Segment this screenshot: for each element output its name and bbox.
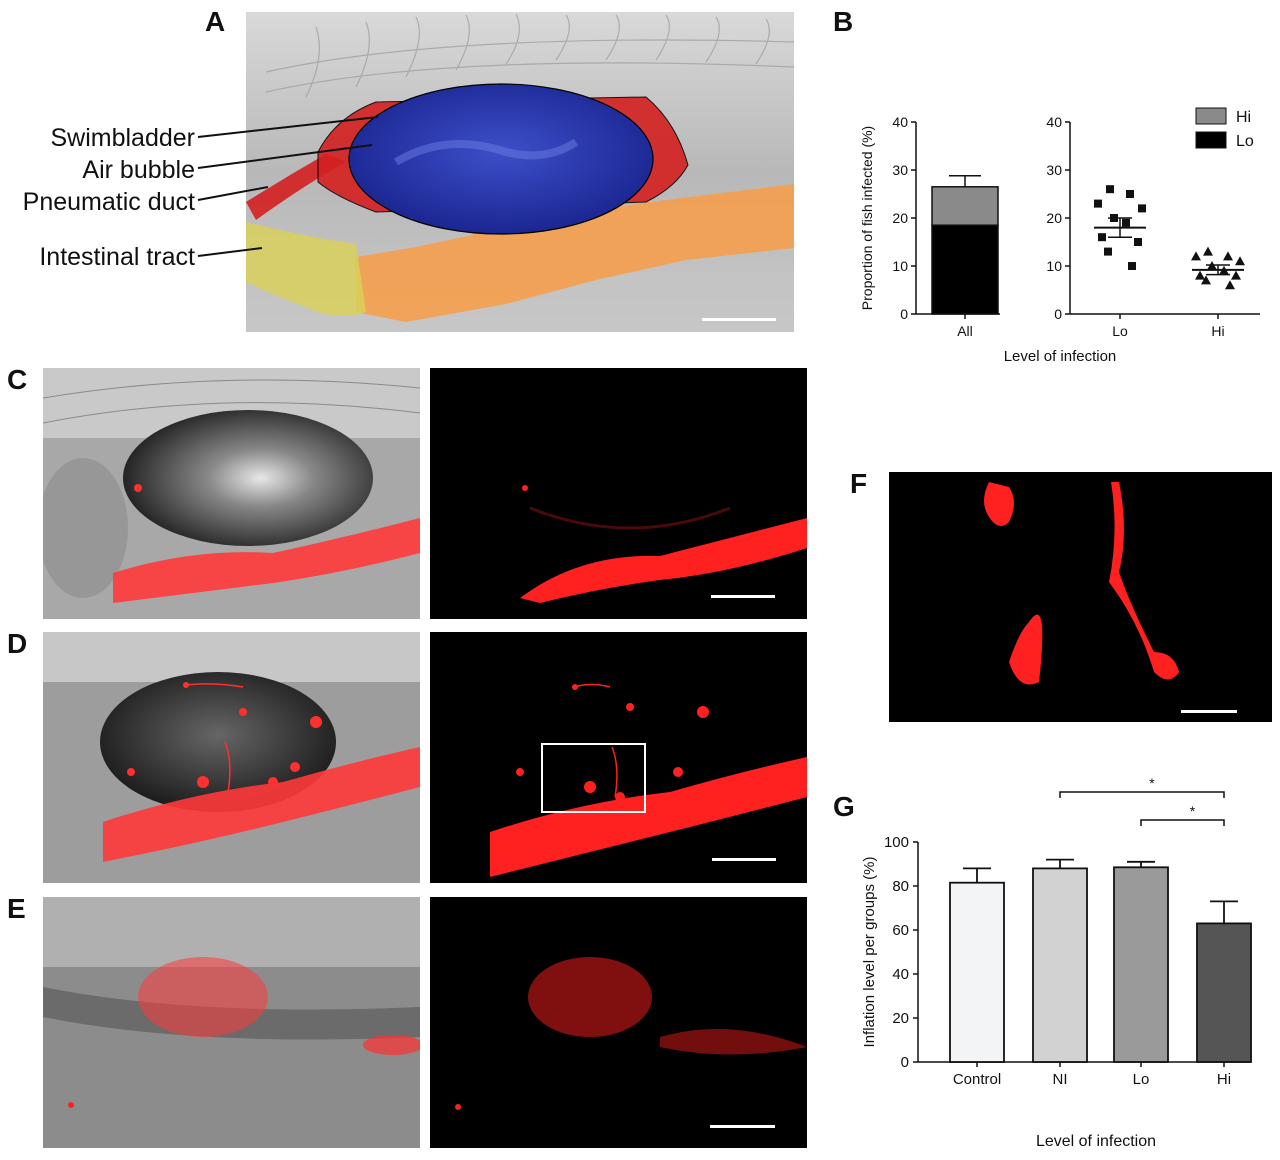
b-legend-label: Hi — [1236, 109, 1251, 126]
panel-letter-a: A — [205, 6, 226, 37]
g-bar-ni — [1032, 867, 1088, 1063]
b-point-lo — [1128, 262, 1136, 270]
panel-letter-d: D — [7, 628, 28, 659]
b-left-category-label: All — [957, 323, 973, 339]
b-right-ytick-label: 30 — [1046, 162, 1062, 178]
panel-letter-g: G — [833, 791, 855, 822]
g-ytick-label: 60 — [892, 922, 909, 939]
g-xlabel: Level of infection — [1036, 1133, 1156, 1150]
panel-d-brightfield — [43, 632, 420, 883]
b-right-ytick-label: 10 — [1046, 258, 1062, 274]
g-significance-label: * — [1149, 775, 1155, 791]
panel-letter-c: C — [7, 364, 28, 395]
b-left-ytick-label: 10 — [892, 258, 908, 274]
panel-letter-b: B — [833, 6, 854, 37]
b-right-category-label: Lo — [1112, 323, 1128, 339]
b-left-ytick-label: 0 — [900, 306, 908, 322]
b-legend-swatch — [1195, 131, 1227, 149]
b-point-hi — [1223, 251, 1233, 261]
b-point-lo — [1138, 204, 1146, 213]
panel-a-leader-lines — [197, 116, 379, 257]
label-pneumatic-duct: Pneumatic duct — [22, 188, 195, 216]
b-right-category-label: Hi — [1211, 323, 1224, 339]
g-significance-bracket — [1059, 791, 1225, 798]
b-point-lo — [1126, 190, 1134, 198]
g-category-label: Control — [953, 1071, 1001, 1088]
g-ytick-label: 80 — [892, 878, 909, 895]
g-significance-bracket — [1140, 819, 1225, 826]
b-ylabel: Proportion of fish infected (%) — [859, 126, 875, 310]
b-xlabel: Level of infection — [1004, 348, 1117, 365]
b-point-hi — [1231, 270, 1241, 280]
panel-letter-e: E — [7, 893, 26, 924]
b-point-hi — [1191, 251, 1201, 261]
label-intestinal-tract: Intestinal tract — [39, 243, 195, 271]
b-left-ytick-label: 20 — [892, 210, 908, 226]
b-point-lo — [1134, 238, 1142, 246]
panel-e-fluorescence — [430, 897, 807, 1148]
b-left-ytick-label: 30 — [892, 162, 908, 178]
g-category-label: NI — [1053, 1071, 1068, 1088]
b-point-lo — [1122, 218, 1130, 227]
panel-e-brightfield — [43, 897, 420, 1148]
label-swimbladder: Swimbladder — [50, 124, 195, 152]
g-ytick-label: 100 — [884, 834, 909, 851]
b-right-ytick-label: 0 — [1054, 306, 1062, 322]
b-point-lo — [1098, 233, 1106, 242]
g-category-label: Hi — [1217, 1071, 1231, 1088]
b-bar-hi — [931, 186, 999, 226]
b-legend-swatch — [1195, 107, 1227, 125]
g-ytick-label: 0 — [901, 1054, 909, 1071]
b-left-ytick-label: 40 — [892, 114, 908, 130]
g-ylabel: Inflation level per groups (%) — [861, 857, 878, 1048]
panel-letter-f: F — [850, 468, 868, 499]
panel-d-fluorescence — [430, 632, 807, 883]
panel-c-fluorescence — [430, 368, 807, 619]
g-bar-lo — [1113, 866, 1169, 1063]
g-category-label: Lo — [1133, 1071, 1150, 1088]
g-bar-hi — [1196, 922, 1252, 1063]
b-right-ytick-label: 20 — [1046, 210, 1062, 226]
b-point-hi — [1201, 275, 1211, 285]
panel-a-micrograph — [246, 12, 794, 332]
b-bar-lo — [931, 224, 999, 315]
b-right-ytick-label: 40 — [1046, 114, 1062, 130]
label-air-bubble: Air bubble — [82, 156, 195, 184]
g-bar-control — [949, 881, 1005, 1063]
b-point-hi — [1195, 270, 1205, 280]
b-legend-label: Lo — [1236, 133, 1254, 150]
g-ytick-label: 40 — [892, 966, 909, 983]
b-point-hi — [1235, 256, 1245, 266]
b-point-hi — [1203, 246, 1213, 256]
b-point-hi — [1225, 280, 1235, 290]
g-significance-label: * — [1190, 803, 1196, 819]
g-ytick-label: 20 — [892, 1010, 909, 1027]
b-point-lo — [1104, 247, 1112, 256]
b-point-lo — [1094, 199, 1102, 208]
panel-c-brightfield — [43, 368, 420, 619]
b-point-lo — [1106, 185, 1114, 194]
panel-f-zoom-fluorescence — [889, 472, 1272, 722]
